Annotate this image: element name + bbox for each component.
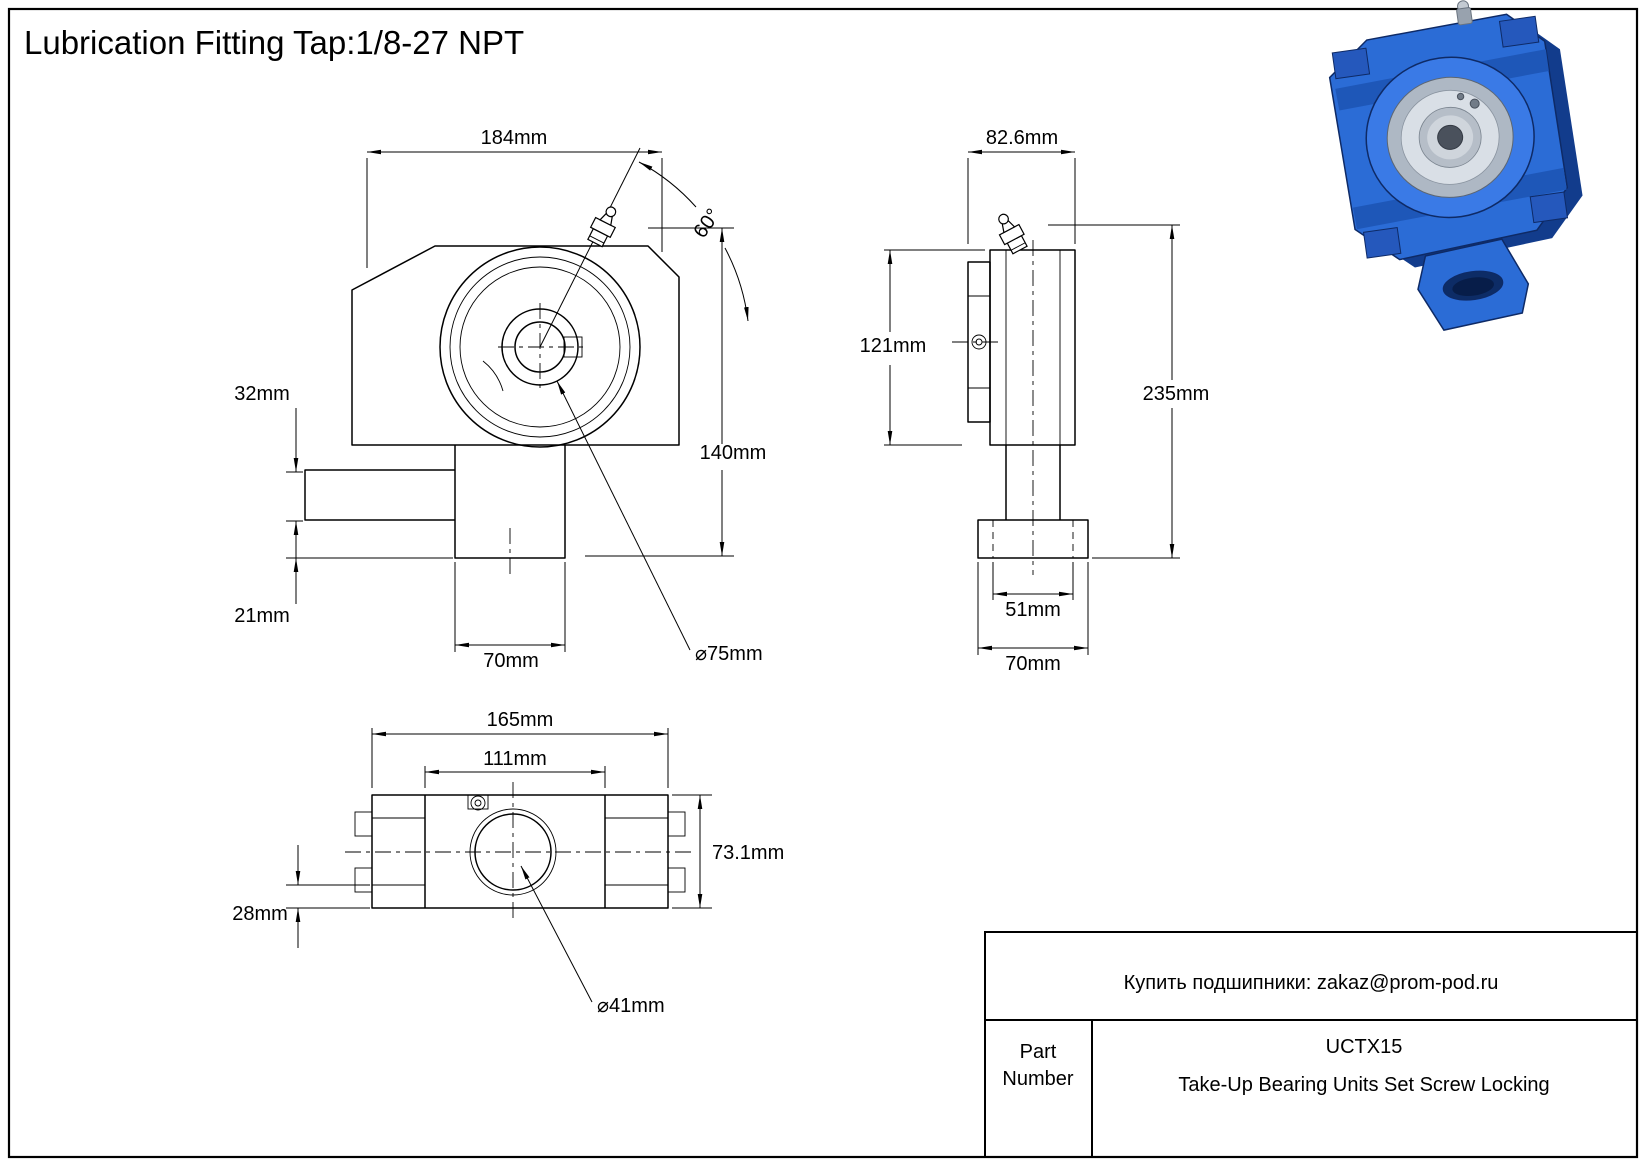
front-height-dim-label: 140mm: [700, 442, 767, 464]
render-bore: [1437, 124, 1464, 150]
front-slot-width-dim-label: 70mm: [483, 650, 539, 672]
side-width-dim-label: 82.6mm: [986, 127, 1058, 149]
side-base-width-dim-label: 70mm: [1005, 653, 1061, 675]
front-view: 184mm 140mm 32mm 21mm 70mm ⌀75mm 60°: [234, 127, 766, 672]
render-grease-fitting: [1456, 7, 1473, 26]
sheet-title: Lubrication Fitting Tap:1/8-27 NPT: [24, 24, 524, 61]
front-width-dim-label: 184mm: [481, 127, 548, 149]
title-block: Купить подшипники: zakaz@prom-pod.ru Par…: [984, 931, 1638, 1158]
side-slot-width-dim-label: 51mm: [1005, 599, 1061, 621]
render-corner-tab: [1529, 191, 1569, 224]
render-corner-tab: [1498, 15, 1540, 48]
part-number-label-line2: Number: [1002, 1068, 1073, 1090]
side-overall-height-dim-label: 235mm: [1143, 383, 1210, 405]
front-step-dim-label: 32mm: [234, 383, 290, 405]
bottom-view: 165mm 111mm 73.1mm 28mm ⌀41mm: [232, 709, 784, 1017]
part-description: Take-Up Bearing Units Set Screw Locking: [1178, 1074, 1549, 1096]
render-tab-slot-hole-inner: [1452, 277, 1494, 296]
part-number-value: UCTX15: [1326, 1036, 1403, 1058]
bottom-bore-dia-label: ⌀41mm: [597, 995, 665, 1017]
grease-fitting-front: [584, 201, 624, 249]
front-bore-dia-label: ⌀75mm: [695, 643, 763, 665]
supplier-contact: Купить подшипники: zakaz@prom-pod.ru: [1124, 972, 1499, 994]
bottom-depth-dim-label: 73.1mm: [712, 842, 784, 864]
bottom-inner-width-dim-label: 111mm: [483, 748, 547, 770]
render-corner-tab: [1362, 227, 1402, 259]
side-housing-height-dim-label: 121mm: [860, 335, 927, 357]
side-view: 82.6mm 121mm 235mm 51mm 70mm: [860, 127, 1210, 675]
grease-fitting-side: [991, 209, 1031, 256]
title-block-border: [984, 931, 1638, 1158]
render-set-screw: [1456, 92, 1465, 101]
bottom-frame-width-dim-label: 165mm: [487, 709, 554, 731]
product-render-3d: [1328, 0, 1583, 331]
front-fitting-angle-label: 60°: [689, 205, 724, 242]
render-corner-tab: [1331, 47, 1371, 80]
render-set-screw: [1469, 98, 1480, 109]
part-number-label-line1: Part: [1020, 1041, 1057, 1063]
front-base-offset-dim-label: 21mm: [234, 605, 290, 627]
bottom-rail-height-dim-label: 28mm: [232, 903, 288, 925]
sheet-border: [7, 7, 1639, 1159]
